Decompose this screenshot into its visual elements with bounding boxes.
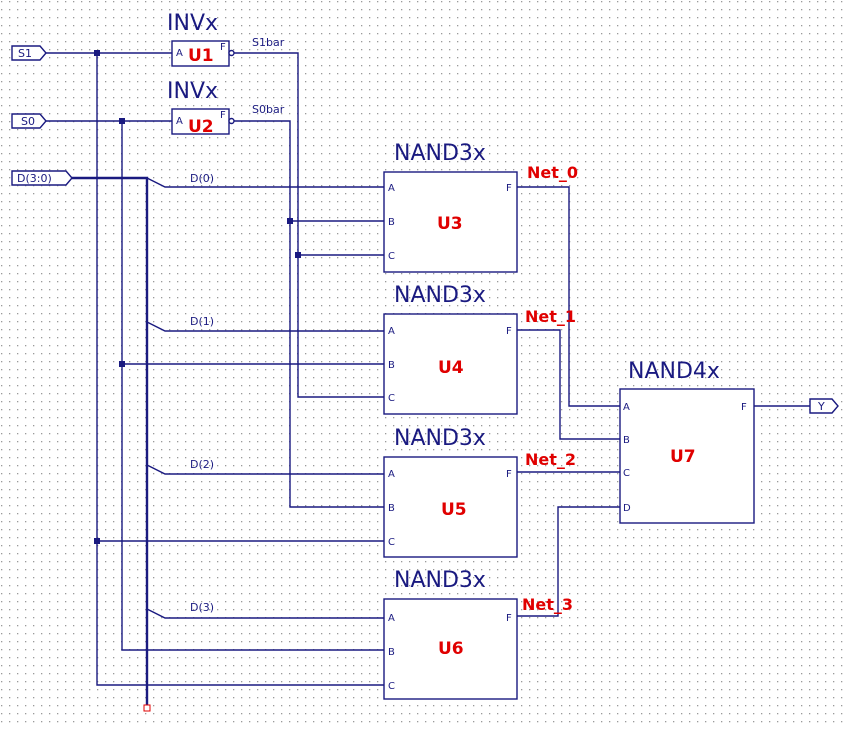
nand4-u7[interactable]: NAND4x A B C D F U7 [619, 359, 755, 524]
u5-ref-label: U5 [441, 500, 467, 520]
port-d-bus[interactable]: D(3:0) [11, 170, 73, 186]
wire-d1[interactable] [146, 321, 384, 332]
bus-end-marker [143, 704, 151, 712]
wire-s0-vertical[interactable] [121, 121, 384, 651]
u5-pin-c: C [388, 537, 395, 548]
u5-pin-a: A [388, 469, 395, 480]
u7-pin-f: F [741, 402, 747, 413]
u6-ref-label: U6 [438, 639, 464, 659]
net-label-net3: Net_3 [522, 595, 573, 614]
u4-pin-f: F [506, 326, 512, 337]
u1-ref-label: U1 [188, 46, 214, 66]
wire-d0[interactable] [146, 177, 384, 188]
junction-dot [295, 252, 301, 258]
net-label-s1bar: S1bar [252, 36, 285, 49]
wire-d3[interactable] [146, 608, 384, 619]
u4-ref-label: U4 [438, 358, 464, 378]
u5-pin-f: F [506, 469, 512, 480]
wire-s1-vertical[interactable] [96, 53, 384, 686]
port-s1[interactable]: S1 [11, 45, 47, 61]
u6-pin-c: C [388, 681, 395, 692]
wire-net1[interactable] [517, 329, 620, 440]
bus-label-d2: D(2) [190, 458, 214, 471]
u6-type-label: NAND3x [394, 568, 486, 593]
u4-pin-c: C [388, 393, 395, 404]
u7-pin-a: A [623, 402, 630, 413]
port-y[interactable]: Y [809, 398, 839, 414]
nand3-u4[interactable]: NAND3x A B C F U4 [383, 283, 518, 415]
u2-pin-a: A [176, 116, 183, 127]
u5-pin-b: B [388, 503, 395, 514]
u7-pin-c: C [623, 468, 630, 479]
port-s1-label: S1 [18, 47, 32, 60]
wire-s1bar[interactable] [234, 52, 384, 398]
u2-pin-f: F [220, 110, 226, 121]
u6-pin-f: F [506, 613, 512, 624]
bus-label-d0: D(0) [190, 172, 214, 185]
u7-type-label: NAND4x [628, 359, 720, 384]
nand3-u5[interactable]: NAND3x A B C F U5 [383, 426, 518, 558]
wires [46, 52, 810, 708]
u2-ref-label: U2 [188, 117, 214, 137]
junction-dot [119, 118, 125, 124]
u2-type-label: INVx [167, 79, 218, 104]
wire-net3[interactable] [517, 506, 620, 617]
bus-label-d1: D(1) [190, 315, 214, 328]
u3-pin-f: F [506, 183, 512, 194]
u7-pin-b: B [623, 435, 630, 446]
u3-pin-c: C [388, 251, 395, 262]
wire-d2[interactable] [146, 464, 384, 475]
net-label-s0bar: S0bar [252, 103, 285, 116]
wire-net0[interactable] [517, 186, 620, 407]
u3-ref-label: U3 [437, 214, 463, 234]
junction-dot [287, 218, 293, 224]
port-d-label: D(3:0) [17, 172, 52, 185]
net-label-net0: Net_0 [527, 163, 578, 182]
inverter-u2[interactable]: INVx A F U2 [167, 79, 235, 137]
nand3-u3[interactable]: NAND3x A B C F U3 [383, 141, 518, 273]
u1-type-label: INVx [167, 11, 218, 36]
u7-ref-label: U7 [670, 447, 696, 467]
junction-dot [119, 361, 125, 367]
u4-pin-a: A [388, 326, 395, 337]
u1-pin-f: F [220, 42, 226, 53]
junction-dot [94, 50, 100, 56]
wire-s0bar[interactable] [234, 120, 384, 508]
u6-pin-b: B [388, 647, 395, 658]
net-label-net1: Net_1 [525, 307, 576, 326]
u4-type-label: NAND3x [394, 283, 486, 308]
u3-pin-b: B [388, 217, 395, 228]
port-s0[interactable]: S0 [11, 113, 47, 129]
u7-pin-d: D [623, 503, 631, 514]
nand3-u6[interactable]: NAND3x A B C F U6 [383, 568, 518, 700]
u6-pin-a: A [388, 613, 395, 624]
net-label-net2: Net_2 [525, 450, 576, 469]
u3-pin-a: A [388, 183, 395, 194]
u4-pin-b: B [388, 360, 395, 371]
bus-label-d3: D(3) [190, 601, 214, 614]
port-y-label: Y [817, 400, 825, 413]
u5-type-label: NAND3x [394, 426, 486, 451]
u3-type-label: NAND3x [394, 141, 486, 166]
u1-pin-a: A [176, 48, 183, 59]
junctions [94, 50, 301, 712]
inverter-u1[interactable]: INVx A F U1 [167, 11, 235, 67]
junction-dot [94, 538, 100, 544]
port-s0-label: S0 [21, 115, 35, 128]
